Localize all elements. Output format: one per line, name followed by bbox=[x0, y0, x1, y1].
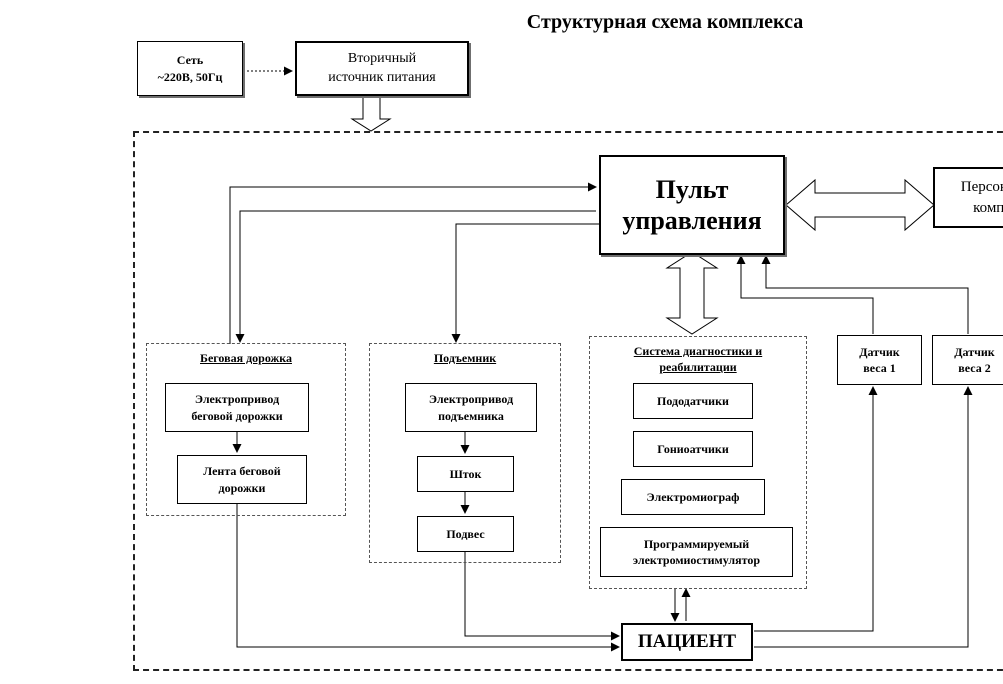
suspension-label: Подвес bbox=[446, 526, 485, 541]
power-supply-label: Вторичный источник питания bbox=[328, 50, 436, 85]
rod-label: Шток bbox=[449, 466, 482, 481]
lift-drive-label: Электропривод подъемника bbox=[428, 392, 514, 423]
treadmill-belt-node: Лента беговой дорожки bbox=[177, 455, 307, 504]
podosensors-node: Пододатчики bbox=[633, 383, 753, 419]
weight1-to-console-line bbox=[736, 255, 874, 334]
suspension-node: Подвес bbox=[417, 516, 514, 552]
power-supply-node: Вторичный источник питания bbox=[295, 41, 469, 96]
treadmill-group bbox=[146, 343, 346, 516]
stimulator-node: Программируемый электромиостимулятор bbox=[600, 527, 793, 577]
console-to-treadmill-line bbox=[235, 210, 596, 343]
podosensors-label: Пододатчики bbox=[657, 393, 729, 408]
treadmill-drive-label: Электропривод беговой дорожки bbox=[191, 392, 283, 423]
treadmill-to-console-line bbox=[229, 182, 597, 344]
psu-power-block-arrow bbox=[350, 94, 392, 132]
goniosensors-node: Гониоатчики bbox=[633, 431, 753, 467]
personal-computer-node: Персональный компьютер bbox=[933, 167, 1003, 228]
weight-sensor-2-node: Датчик веса 2 bbox=[932, 335, 1003, 385]
treadmill-drive-node: Электропривод беговой дорожки bbox=[165, 383, 309, 432]
diagram-title: Структурная схема комплекса bbox=[526, 11, 804, 33]
complex-boundary bbox=[133, 131, 1003, 671]
weight-sensor-1-label: Датчик веса 1 bbox=[859, 344, 900, 375]
patient-to-weight2-line bbox=[754, 386, 973, 648]
console-diagnostics-block-arrow bbox=[665, 251, 719, 335]
mains-node: Сеть ~220В, 50Гц bbox=[137, 41, 243, 96]
goniosensors-label: Гониоатчики bbox=[657, 441, 729, 456]
patient-to-weight1-line bbox=[754, 386, 878, 632]
personal-computer-label: Персональный компьютер bbox=[960, 179, 1003, 216]
diagnostics-group bbox=[589, 336, 807, 589]
lift-group bbox=[369, 343, 561, 563]
patient-label: ПАЦИЕНТ bbox=[637, 631, 737, 653]
treadmill-group-title: Беговая дорожка bbox=[200, 351, 292, 365]
lift-drive-node: Электропривод подъемника bbox=[405, 383, 537, 432]
patient-node: ПАЦИЕНТ bbox=[621, 623, 753, 661]
console-to-lift-line bbox=[451, 223, 599, 343]
belt-to-patient-line bbox=[236, 504, 620, 652]
control-console-label: Пульт управления bbox=[622, 174, 762, 235]
emg-label: Электромиограф bbox=[646, 489, 740, 504]
stimulator-label: Программируемый электромиостимулятор bbox=[632, 536, 761, 567]
weight-sensor-2-label: Датчик веса 2 bbox=[954, 344, 995, 375]
control-console-node: Пульт управления bbox=[599, 155, 785, 255]
weight-sensor-1-node: Датчик веса 1 bbox=[837, 335, 922, 385]
suspension-to-patient-line bbox=[464, 552, 620, 641]
diagnostics-group-title: Система диагностики и реабилитации bbox=[633, 344, 763, 375]
weight2-to-console-line bbox=[761, 255, 969, 334]
rod-node: Шток bbox=[417, 456, 514, 492]
emg-node: Электромиограф bbox=[621, 479, 765, 515]
mains-node-label: Сеть ~220В, 50Гц bbox=[157, 53, 223, 84]
lift-group-title: Подъемник bbox=[433, 351, 497, 365]
treadmill-belt-label: Лента беговой дорожки bbox=[203, 464, 281, 495]
